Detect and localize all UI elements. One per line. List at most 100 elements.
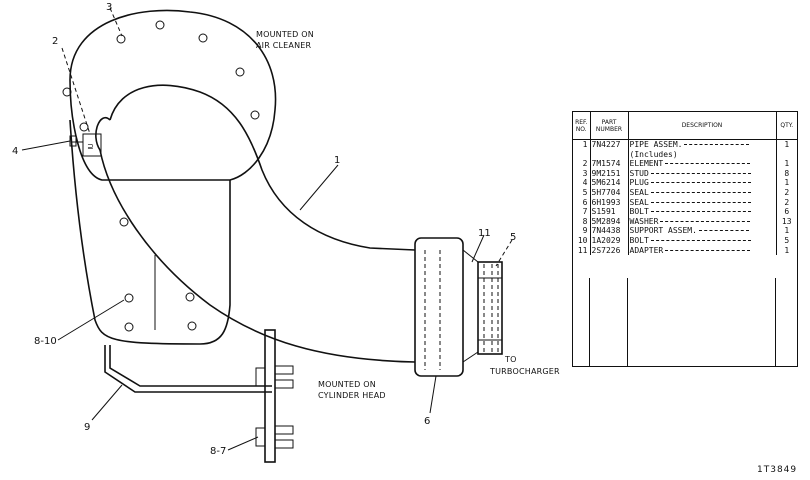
cell-part-number: 6H1993 [590, 197, 629, 208]
cell-qty: 13 [776, 217, 797, 227]
cell-description: SEAL [628, 187, 777, 198]
cell-description: ELEMENT [628, 159, 777, 169]
cell-part-number: 9M2151 [590, 168, 629, 179]
elbow-pipe [95, 84, 416, 363]
cell-description: BOLT [628, 235, 777, 246]
callout-6: 6 [424, 416, 430, 427]
cell-qty-text: 2 [784, 197, 790, 207]
cell-ref-text: 2 [582, 159, 588, 169]
cell-qty [776, 150, 797, 160]
callout-3: 3 [106, 2, 112, 13]
leader-dots [684, 144, 750, 145]
cell-qty-text: 8 [784, 168, 790, 178]
cell-qty: 1 [776, 140, 797, 150]
cell-qty-text: 1 [784, 159, 790, 169]
cell-description-text: ADAPTER [629, 245, 664, 255]
cell-part-number-text: 5M2894 [591, 216, 621, 226]
callout-2: 2 [52, 36, 58, 47]
cell-description: ADAPTER [628, 245, 777, 256]
cell-part-number-text: S1591 [591, 207, 616, 217]
leader-dots [650, 201, 751, 203]
cell-qty: 1 [776, 178, 797, 188]
cell-qty: 5 [776, 236, 797, 246]
svg-text:⊇: ⊇ [87, 142, 94, 151]
cell-description-text: (Includes) [629, 149, 678, 159]
cell-ref-text: 5 [582, 187, 588, 197]
leader-dots [650, 172, 751, 174]
callout-1: 1 [334, 155, 340, 166]
cell-description-text: STUD [629, 168, 649, 178]
leader-dots [650, 211, 751, 213]
leader-dots [660, 220, 751, 222]
cell-qty: 1 [776, 226, 797, 236]
cell-part-number: 5M6214 [590, 178, 629, 188]
cell-description: (Includes) [628, 149, 777, 160]
cell-part-number-text: 1A2029 [591, 235, 621, 245]
cell-part-number-text: 5H7704 [591, 187, 621, 197]
cell-ref: 10 [573, 235, 591, 246]
cell-description: SUPPORT ASSEM. [628, 226, 777, 236]
cell-ref: 6 [573, 197, 591, 208]
cell-qty-text: 1 [784, 226, 790, 236]
cell-qty: 8 [776, 169, 797, 179]
cell-description-text: SEAL [629, 187, 649, 197]
cell-qty-text: 2 [784, 187, 790, 197]
cell-part-number: 1A2029 [590, 235, 629, 246]
cell-ref-text: 1 [582, 140, 588, 149]
note-cylinder-head-line2: CYLINDER HEAD [318, 391, 386, 400]
leader-lines [21, 7, 513, 451]
cell-ref: 1 [573, 139, 591, 150]
cell-qty-text: 1 [784, 245, 790, 255]
cell-part-number: 5M2894 [590, 216, 629, 227]
leader-dots [698, 230, 749, 232]
cell-description: STUD [628, 168, 777, 179]
cell-description-text: PIPE ASSEM. [629, 140, 683, 149]
cell-description-text: BOLT [629, 235, 649, 245]
cell-ref: 7 [573, 207, 591, 217]
cell-description: PLUG [628, 178, 777, 188]
cell-part-number-text: 6H1993 [591, 197, 621, 207]
header-qty: QTY. [776, 112, 797, 140]
table-header-row: REF. NO. PART NUMBER DESCRIPTION QTY. [573, 112, 797, 140]
callout-11: 11 [478, 228, 491, 239]
cell-ref: 5 [573, 187, 591, 198]
note-cylinder-head-line1: MOUNTED ON [318, 380, 376, 389]
cell-ref-text: 9 [582, 226, 588, 236]
cell-qty-text: 6 [784, 207, 790, 217]
cell-ref-text: 3 [582, 168, 588, 178]
cell-qty-text: 13 [781, 216, 792, 226]
cell-ref-text: 8 [582, 216, 588, 226]
cell-part-number-text: 7N4227 [591, 140, 621, 149]
cell-ref: 11 [573, 245, 591, 256]
cell-part-number: 7N4227 [590, 139, 629, 150]
leader-dots [665, 163, 751, 165]
note-air-cleaner-line1: MOUNTED ON [256, 30, 314, 39]
table-row: (Includes) [573, 149, 797, 160]
table-column-rules [573, 278, 797, 366]
cell-description: PIPE ASSEM. [628, 139, 777, 150]
cell-ref: 2 [573, 159, 591, 169]
cell-ref-text: 7 [582, 207, 588, 217]
note-air-cleaner-line2: AIR CLEANER [256, 41, 312, 50]
cell-description-text: ELEMENT [629, 159, 664, 169]
leader-dots [665, 249, 751, 251]
cell-ref: 3 [573, 168, 591, 179]
note-turbo-line2: TURBOCHARGER [489, 367, 560, 376]
support-assembly [104, 329, 294, 463]
cell-description-text: SUPPORT ASSEM. [629, 226, 697, 236]
callout-5: 5 [510, 232, 516, 243]
callout-9: 9 [84, 422, 90, 433]
notes: MOUNTED ON AIR CLEANER TO TURBOCHARGER M… [256, 30, 560, 400]
header-part-number: PART NUMBER [590, 112, 629, 140]
